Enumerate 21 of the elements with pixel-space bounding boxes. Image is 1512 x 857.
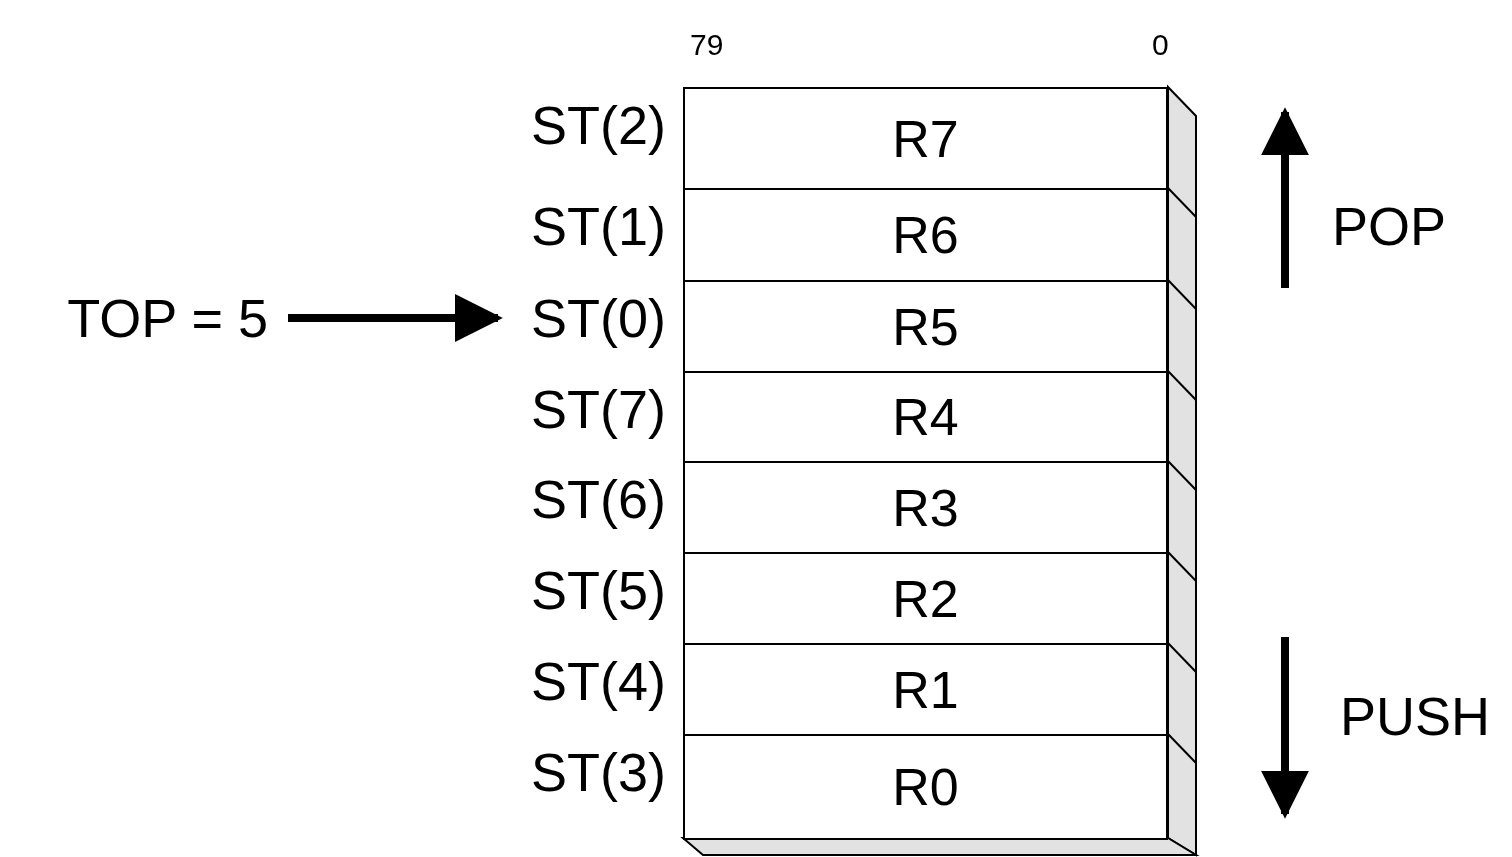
- stack-index-label: ST(4): [490, 651, 666, 711]
- register-box: R4: [683, 371, 1168, 463]
- stack-index-label: ST(6): [490, 469, 666, 529]
- register-box: R3: [683, 461, 1168, 554]
- register-box: R1: [683, 643, 1168, 736]
- stack-index-label: ST(5): [490, 560, 666, 620]
- bit-number: 0: [1152, 28, 1169, 62]
- stack-index-label: ST(7): [490, 379, 666, 439]
- direction-label: PUSH: [1340, 685, 1491, 747]
- bit-number: 79: [690, 28, 724, 62]
- stack-index-label: ST(0): [490, 288, 666, 348]
- stack-index-label: ST(3): [490, 742, 666, 802]
- direction-label: POP: [1332, 195, 1447, 257]
- register-box: R7: [683, 87, 1168, 190]
- stack-index-label: ST(1): [490, 196, 666, 256]
- register-box: R0: [683, 734, 1168, 840]
- stack-index-label: ST(2): [490, 95, 666, 155]
- pointer-label: TOP = 5: [20, 288, 268, 348]
- register-box: R5: [683, 280, 1168, 373]
- register-box: R6: [683, 188, 1168, 282]
- register-box: R2: [683, 552, 1168, 645]
